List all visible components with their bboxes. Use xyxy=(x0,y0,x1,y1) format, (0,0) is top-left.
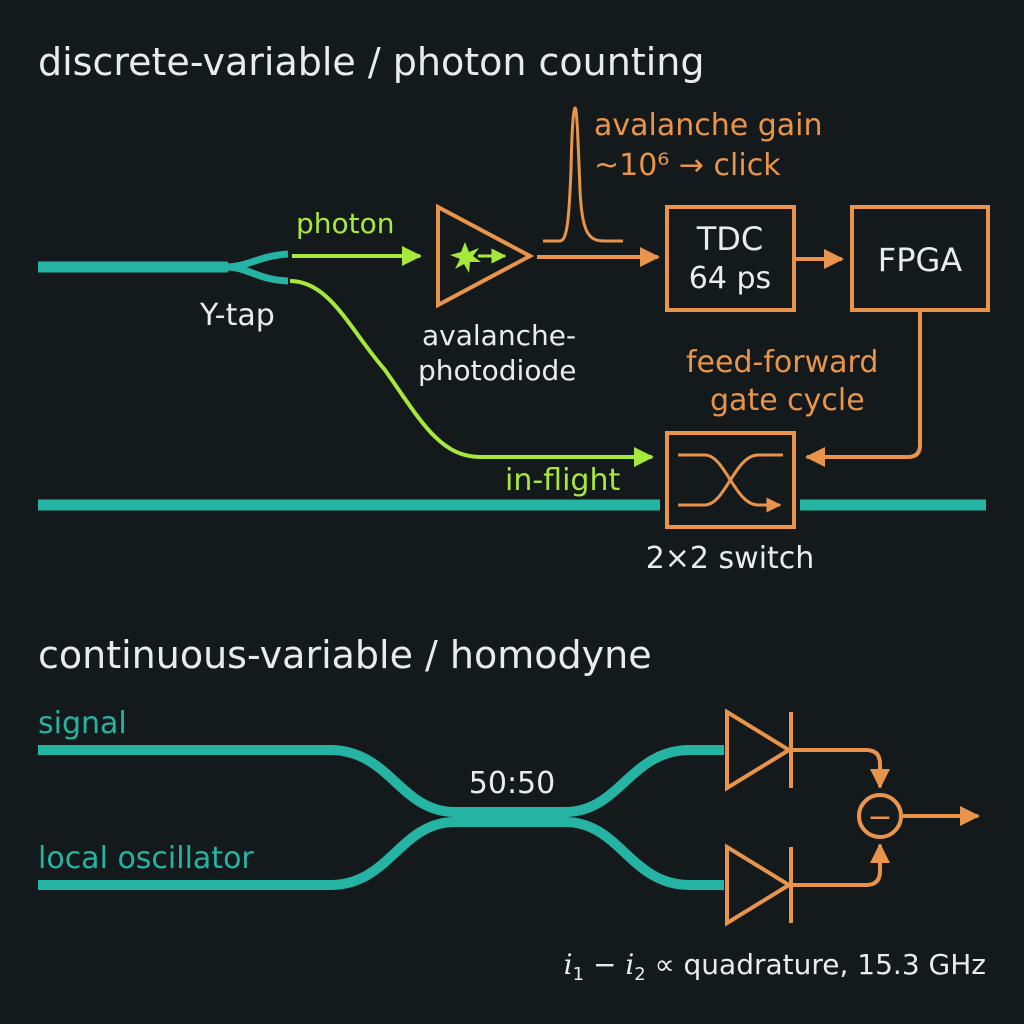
subtractor-node xyxy=(857,793,903,839)
subtract-symbol: − xyxy=(867,800,892,835)
input-fiber xyxy=(38,250,289,285)
photon-label: photon xyxy=(296,207,395,240)
beam-splitter-5050 xyxy=(38,745,724,890)
photon-burst-icon xyxy=(450,242,481,273)
gain-line2: ~10⁶ → click xyxy=(594,148,781,183)
switch-2x2 xyxy=(665,431,796,529)
tdc-box xyxy=(665,205,796,312)
signal-label: signal xyxy=(38,706,127,741)
cv-heading: continuous-variable / homodyne xyxy=(38,633,652,677)
top-detector-output xyxy=(793,748,890,789)
in-flight-label: in-flight xyxy=(505,463,620,498)
homodyne-formula: i1 − i2 ∝ quadrature, 15.3 GHz xyxy=(564,948,986,985)
local-oscillator-label: local oscillator xyxy=(38,841,254,876)
switch-label: 2×2 switch xyxy=(646,541,815,576)
apd-label-line2: photodiode xyxy=(418,354,576,387)
ytap-label: Y-tap xyxy=(199,298,275,333)
bottom-detector-output xyxy=(793,843,890,887)
feed-forward-line1: feed-forward xyxy=(686,345,878,380)
photodiode-bottom xyxy=(725,843,793,927)
fpga-box xyxy=(850,205,990,312)
photodiode-top xyxy=(725,708,793,792)
coupler-label: 50:50 xyxy=(469,766,555,801)
fpga-label: FPGA xyxy=(878,241,963,279)
gain-line1: avalanche gain xyxy=(594,108,823,143)
avalanche-photodiode xyxy=(436,203,535,309)
feed-forward-line2: gate cycle xyxy=(710,383,865,418)
feed-forward-path xyxy=(805,312,922,467)
avalanche-pulse xyxy=(543,106,623,243)
tdc-label: TDC xyxy=(696,220,764,258)
tdc-resolution: 64 ps xyxy=(689,261,771,296)
apd-label-line1: avalanche- xyxy=(422,319,576,352)
dv-heading: discrete-variable / photon counting xyxy=(38,40,705,84)
in-flight-path xyxy=(289,279,654,467)
